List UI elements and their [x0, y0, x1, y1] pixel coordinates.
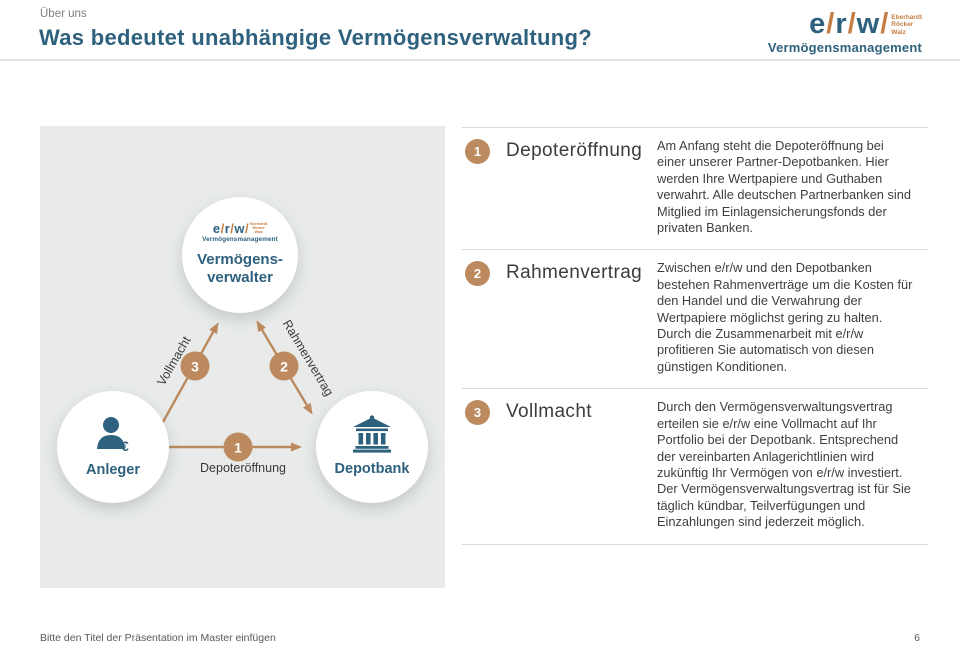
node-vermoegensverwalter: e / r / w / Eberhardt Röcker Walz Vermög…: [182, 197, 298, 313]
section-badge-2: 2: [465, 261, 490, 287]
node-label: Anleger: [86, 462, 140, 479]
logo-letter-w: w: [856, 8, 880, 40]
logo-slash-icon: /: [880, 8, 889, 40]
explanation-list: 1 Depoteröffnung Am Anfang steht die Dep…: [462, 127, 928, 545]
logo-letter-e: e: [212, 220, 221, 236]
bank-icon: [353, 415, 391, 454]
node-anleger: € Anleger: [57, 391, 169, 503]
section-badge-3: 3: [465, 400, 490, 426]
logo-name: Eberhardt: [891, 14, 922, 21]
erw-logo-small: e / r / w / Eberhardt Röcker Walz Vermög…: [202, 222, 278, 243]
page-number: 6: [914, 632, 920, 644]
footer-note: Bitte den Titel der Präsentation im Mast…: [40, 632, 276, 644]
logo-slash-icon: /: [826, 8, 835, 40]
section-badge-1: 1: [465, 139, 490, 164]
edge-badge-1: 1: [223, 432, 253, 462]
section-body: Zwischen e/r/w und den Depotbanken beste…: [657, 260, 913, 374]
header-divider: [0, 59, 960, 61]
diagram-panel: e / r / w / Eberhardt Röcker Walz Vermög…: [40, 126, 445, 588]
section-body: Durch den Vermögensverwaltungsvertrag er…: [657, 399, 911, 530]
diagram-arrows: [161, 320, 313, 452]
logo-subtitle: Vermögensmanagement: [202, 235, 278, 243]
logo-letter-r: r: [224, 220, 230, 236]
node-depotbank: Depotbank: [316, 391, 428, 503]
edge-label-depoteroeffnung: Depoteröffnung: [200, 461, 286, 475]
erw-logo: e / r / w / Eberhardt Röcker Walz Vermög…: [767, 10, 922, 56]
logo-slash-icon: /: [245, 220, 249, 236]
logo-name: Walz: [891, 28, 906, 36]
logo-name: Eberhardt: [250, 222, 268, 227]
edge-badge-2: 2: [269, 351, 299, 381]
logo-name: Röcker: [252, 226, 265, 231]
erw-logo-letters: e / r / w / Eberhardt Röcker Walz: [809, 10, 922, 39]
logo-letter-w: w: [234, 220, 245, 236]
svg-text:€: €: [121, 438, 129, 454]
erw-logo-letters: e / r / w / Eberhardt Röcker Walz: [213, 222, 267, 235]
logo-slash-icon: /: [847, 8, 856, 40]
section-rahmenvertrag: 2 Rahmenvertrag Zwischen e/r/w und den D…: [462, 249, 928, 388]
edge-badge-3: 3: [180, 351, 210, 381]
section-body: Am Anfang steht die Depoteröffnung bei e…: [657, 138, 911, 236]
logo-letter-r: r: [835, 8, 847, 40]
logo-subtitle: Vermögensmanagement: [767, 40, 922, 55]
section-vollmacht: 3 Vollmacht Durch den Vermögensverwaltun…: [462, 388, 928, 545]
node-label: Depotbank: [334, 461, 410, 478]
logo-slash-icon: /: [220, 220, 225, 236]
section-title: Vollmacht: [506, 401, 592, 423]
section-title: Depoteröffnung: [506, 140, 643, 161]
section-head: 3 Vollmacht: [462, 397, 657, 530]
section-head: 1 Depoteröffnung: [462, 136, 657, 236]
section-title: Rahmenvertrag: [506, 262, 643, 284]
page-title: Was bedeutet unabhängige Vermögensverwal…: [39, 25, 592, 50]
node-label: Vermögens- verwalter: [197, 251, 283, 289]
logo-slash-icon: /: [230, 220, 234, 236]
logo-name: Röcker: [891, 21, 914, 29]
logo-name: Walz: [254, 230, 263, 235]
person-euro-icon: €: [97, 417, 129, 454]
logo-letter-e: e: [809, 8, 826, 40]
section-depoteroeffnung: 1 Depoteröffnung Am Anfang steht die Dep…: [462, 127, 928, 249]
logo-founder-names: Eberhardt Röcker Walz: [250, 222, 268, 235]
eyebrow: Über uns: [40, 8, 87, 20]
node-label-line2: verwalter: [207, 269, 273, 287]
section-head: 2 Rahmenvertrag: [462, 258, 657, 375]
node-label-line1: Vermögens-: [197, 250, 283, 268]
logo-founder-names: Eberhardt Röcker Walz: [891, 14, 922, 36]
